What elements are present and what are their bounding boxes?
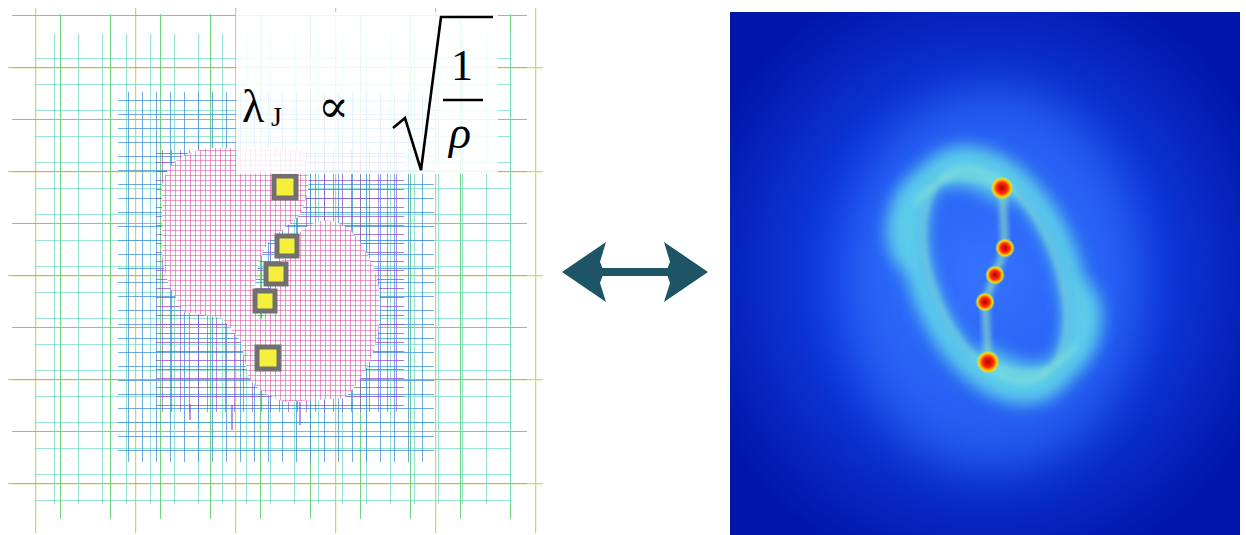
formula-numerator: 1 [451,44,473,88]
formula-symbol: λ [242,84,264,130]
formula-subscript: J [271,103,282,131]
formula-symbol: ∝ [318,84,349,130]
formula-denominator: ρ [449,110,471,156]
